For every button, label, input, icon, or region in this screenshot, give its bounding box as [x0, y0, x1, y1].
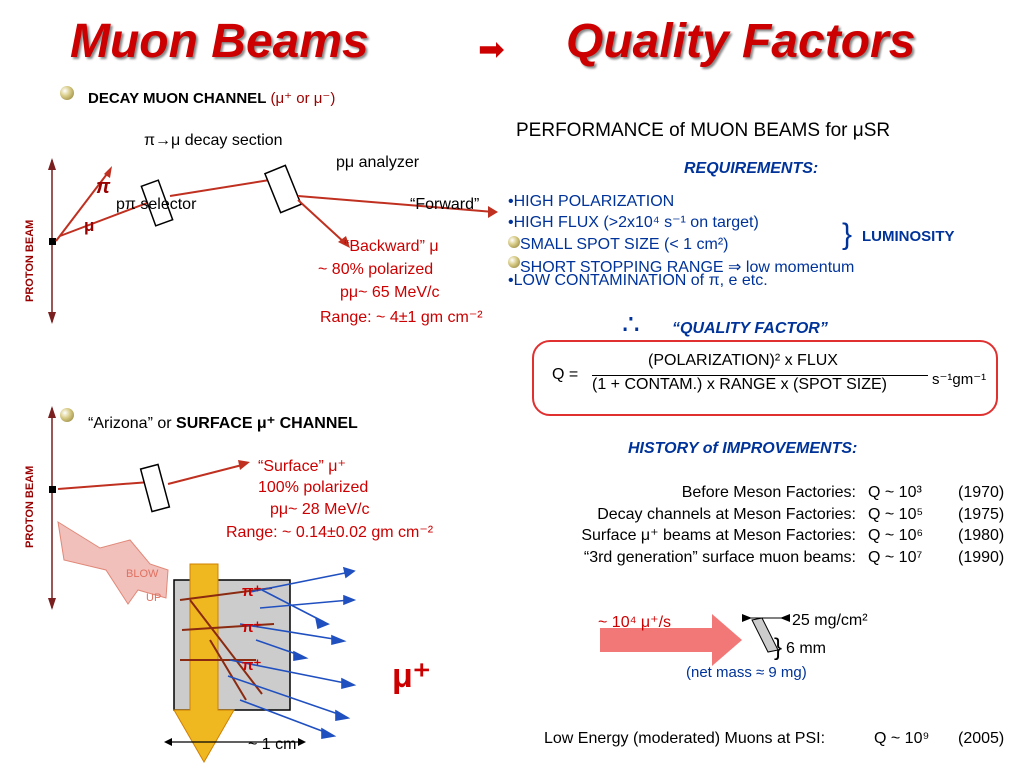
bullet-icon [60, 86, 74, 100]
title-right: Quality Factors [566, 15, 916, 68]
bullet-icon [508, 256, 520, 268]
formula-denominator: (1 + CONTAM.) x RANGE x (SPOT SIZE) [592, 376, 887, 393]
moderator-rate: ~ 10⁴ μ⁺/s [598, 614, 672, 631]
surface-momentum: pμ~ 28 MeV/c [270, 501, 370, 518]
p-selector-label: pπ selector [116, 196, 197, 213]
decay-heading-suffix: (μ⁺ or μ⁻) [270, 90, 336, 107]
mu-plus-label: μ⁺ [392, 657, 431, 695]
history-year-3: (1980) [958, 527, 1005, 544]
history-year-4: (1990) [958, 548, 1005, 566]
up-label: UP [146, 592, 162, 604]
history-q-4: Q ~ 10⁷ [868, 548, 923, 566]
moderator-mass: 25 mg/cm² [792, 612, 868, 629]
footer-year: (2005) [958, 730, 1005, 747]
decay-section-label: π→μ decay section [144, 132, 283, 149]
backward-polarized: ~ 80% polarized [318, 261, 434, 278]
therefore-icon: ∴ [622, 309, 640, 340]
history-labels: Before Meson Factories: Decay channels a… [540, 482, 856, 568]
formula-q: Q = [552, 366, 579, 383]
history-year-1: (1970) [958, 484, 1005, 501]
bullet-icon [508, 236, 520, 248]
formula-units: s⁻¹gm⁻¹ [932, 371, 987, 388]
req-item-4: SHORT STOPPING RANGE ⇒ low momentum [520, 259, 855, 276]
history-q-1: Q ~ 10³ [868, 484, 922, 501]
quality-formula-box [532, 340, 998, 416]
req-item-2: •HIGH FLUX (>2x10⁴ s⁻¹ on target) [508, 214, 759, 231]
title-left: Muon Beams [70, 15, 369, 68]
mu-label: μ [84, 216, 95, 235]
history-years: (1970) (1975) (1980) (1990) [958, 482, 1004, 568]
p-analyzer-label: pμ analyzer [336, 154, 420, 171]
decay-channel-heading: DECAY MUON CHANNEL (μ⁺ or μ⁻) [88, 89, 335, 107]
formula-numerator: (POLARIZATION)² x FLUX [648, 352, 838, 369]
backward-momentum: pμ~ 65 MeV/c [340, 284, 440, 301]
footer-q: Q ~ 10⁹ [874, 730, 930, 747]
history-label-2: Decay channels at Meson Factories: [597, 505, 856, 523]
decay-heading-text: DECAY MUON CHANNEL [88, 90, 267, 107]
requirements-label: REQUIREMENTS: [684, 160, 819, 177]
surface-heading-prefix: “Arizona” or [88, 415, 172, 432]
surface-title: “Surface” μ⁺ [258, 458, 346, 475]
req-item-1: •HIGH POLARIZATION [508, 193, 675, 210]
performance-heading: PERFORMANCE of MUON BEAMS for μSR [516, 120, 891, 141]
history-label-1: Before Meson Factories: [681, 484, 856, 501]
history-q-2: Q ~ 10⁵ [868, 505, 924, 523]
pi-plus-2: π⁺ [242, 619, 262, 636]
backward-range: Range: ~ 4±1 gm cm⁻² [320, 309, 483, 326]
luminosity-label: LUMINOSITY [862, 228, 955, 245]
moderator-net-mass: (net mass ≈ 9 mg) [686, 664, 807, 681]
pi-label: π [96, 176, 111, 198]
forward-label: “Forward” [410, 196, 480, 213]
history-heading: HISTORY of IMPROVEMENTS: [628, 440, 858, 457]
backward-title: “Backward” μ [344, 238, 439, 255]
history-label-3: Surface μ⁺ beams at Meson Factories: [581, 527, 856, 544]
arrow-icon: ➡ [478, 31, 505, 67]
blow-label: BLOW [126, 568, 159, 580]
history-q-values: Q ~ 10³ Q ~ 10⁵ Q ~ 10⁶ Q ~ 10⁷ [868, 482, 923, 568]
history-label-4: “3rd generation” surface muon beams: [583, 548, 856, 566]
footer-text: Low Energy (moderated) Muons at PSI: [544, 730, 826, 747]
req-item-5: •LOW CONTAMINATION of π, e etc. [508, 272, 768, 289]
surface-polarized: 100% polarized [258, 479, 369, 496]
moderator-thickness: 6 mm [786, 640, 826, 657]
history-q-3: Q ~ 10⁶ [868, 527, 924, 544]
moderator-brace-icon: } [774, 634, 783, 661]
bullet-icon [60, 408, 74, 422]
formula-divider [592, 375, 928, 376]
pi-plus-3: π⁺ [242, 657, 262, 674]
size-label: ~ 1 cm [248, 736, 297, 753]
surface-range: Range: ~ 0.14±0.02 gm cm⁻² [226, 524, 434, 541]
quality-factor-label: “QUALITY FACTOR” [672, 320, 828, 337]
req-item-3: SMALL SPOT SIZE (< 1 cm²) [520, 236, 729, 253]
brace-icon: } [842, 218, 853, 251]
history-year-2: (1975) [958, 505, 1005, 523]
surface-heading-main: SURFACE μ⁺ CHANNEL [176, 415, 358, 432]
pi-plus-1: π⁺ [242, 583, 262, 600]
surface-channel-heading: “Arizona” or SURFACE μ⁺ CHANNEL [88, 413, 358, 433]
